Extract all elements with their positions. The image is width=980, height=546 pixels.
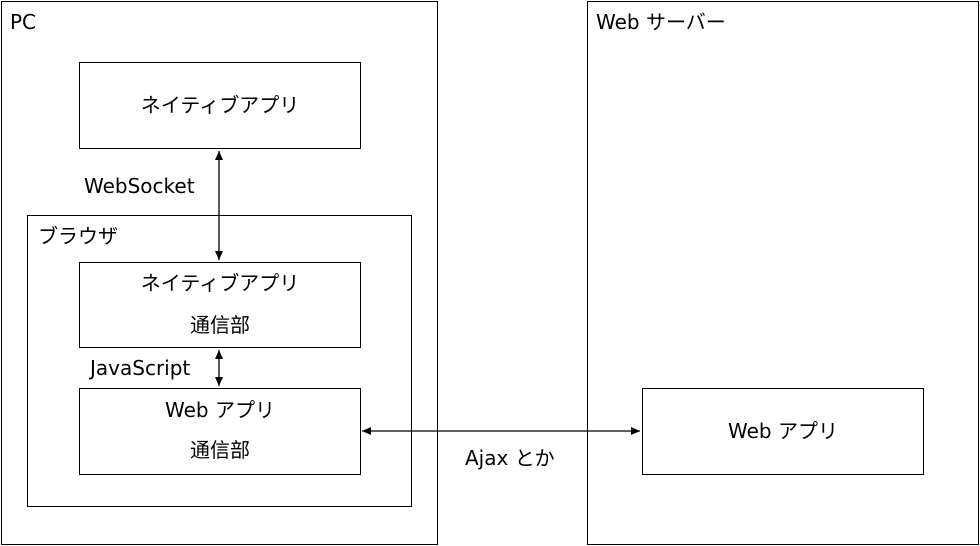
browser-label: ブラウザ bbox=[38, 224, 118, 248]
web-server-label: Web サーバー bbox=[596, 10, 726, 34]
pc-label: PC bbox=[10, 10, 37, 34]
native-app-label: ネイティブアプリ bbox=[140, 93, 300, 117]
web-app-comm-line2: 通信部 bbox=[190, 438, 250, 462]
server-web-app-box: Web アプリ bbox=[642, 388, 924, 475]
ajax-label: Ajax とか bbox=[465, 446, 555, 470]
web-app-comm-line1: Web アプリ bbox=[165, 398, 275, 422]
native-app-comm-line2: 通信部 bbox=[190, 313, 250, 337]
native-app-box: ネイティブアプリ bbox=[79, 62, 361, 149]
server-web-app-label: Web アプリ bbox=[728, 419, 838, 443]
native-app-comm-line1: ネイティブアプリ bbox=[140, 271, 300, 295]
web-app-comm-box: Web アプリ 通信部 bbox=[79, 388, 361, 475]
javascript-label: JavaScript bbox=[90, 356, 191, 380]
websocket-label: WebSocket bbox=[84, 174, 195, 198]
native-app-comm-box: ネイティブアプリ 通信部 bbox=[79, 262, 361, 348]
